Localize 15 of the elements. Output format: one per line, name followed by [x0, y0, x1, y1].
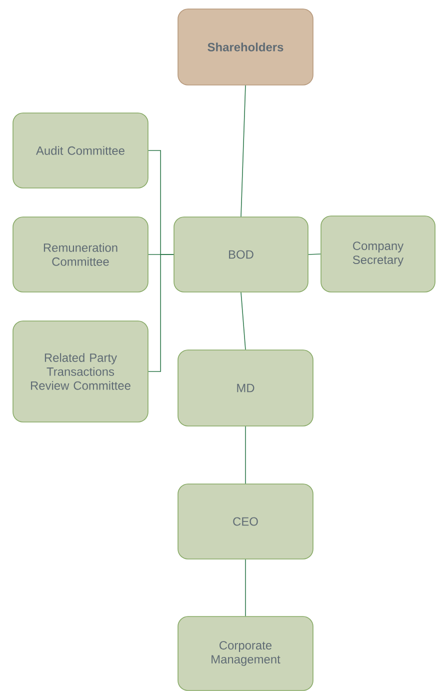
connector: [240, 292, 246, 350]
org-box: CEO: [178, 484, 314, 560]
org-box: BOD: [174, 216, 308, 292]
org-box: Audit Committee: [12, 112, 148, 188]
org-box: Corporate Management: [178, 616, 314, 691]
connector: [240, 85, 246, 217]
connector: [308, 254, 321, 255]
connector: [245, 559, 246, 616]
org-box: Company Secretary: [320, 216, 436, 292]
org-box: Related Party Transactions Review Committee: [12, 320, 148, 422]
connector: [245, 426, 246, 484]
org-box: Remuneration Committee: [12, 216, 148, 292]
connector: [148, 254, 174, 372]
top-box: Shareholders: [178, 8, 314, 86]
org-box: MD: [178, 350, 314, 426]
